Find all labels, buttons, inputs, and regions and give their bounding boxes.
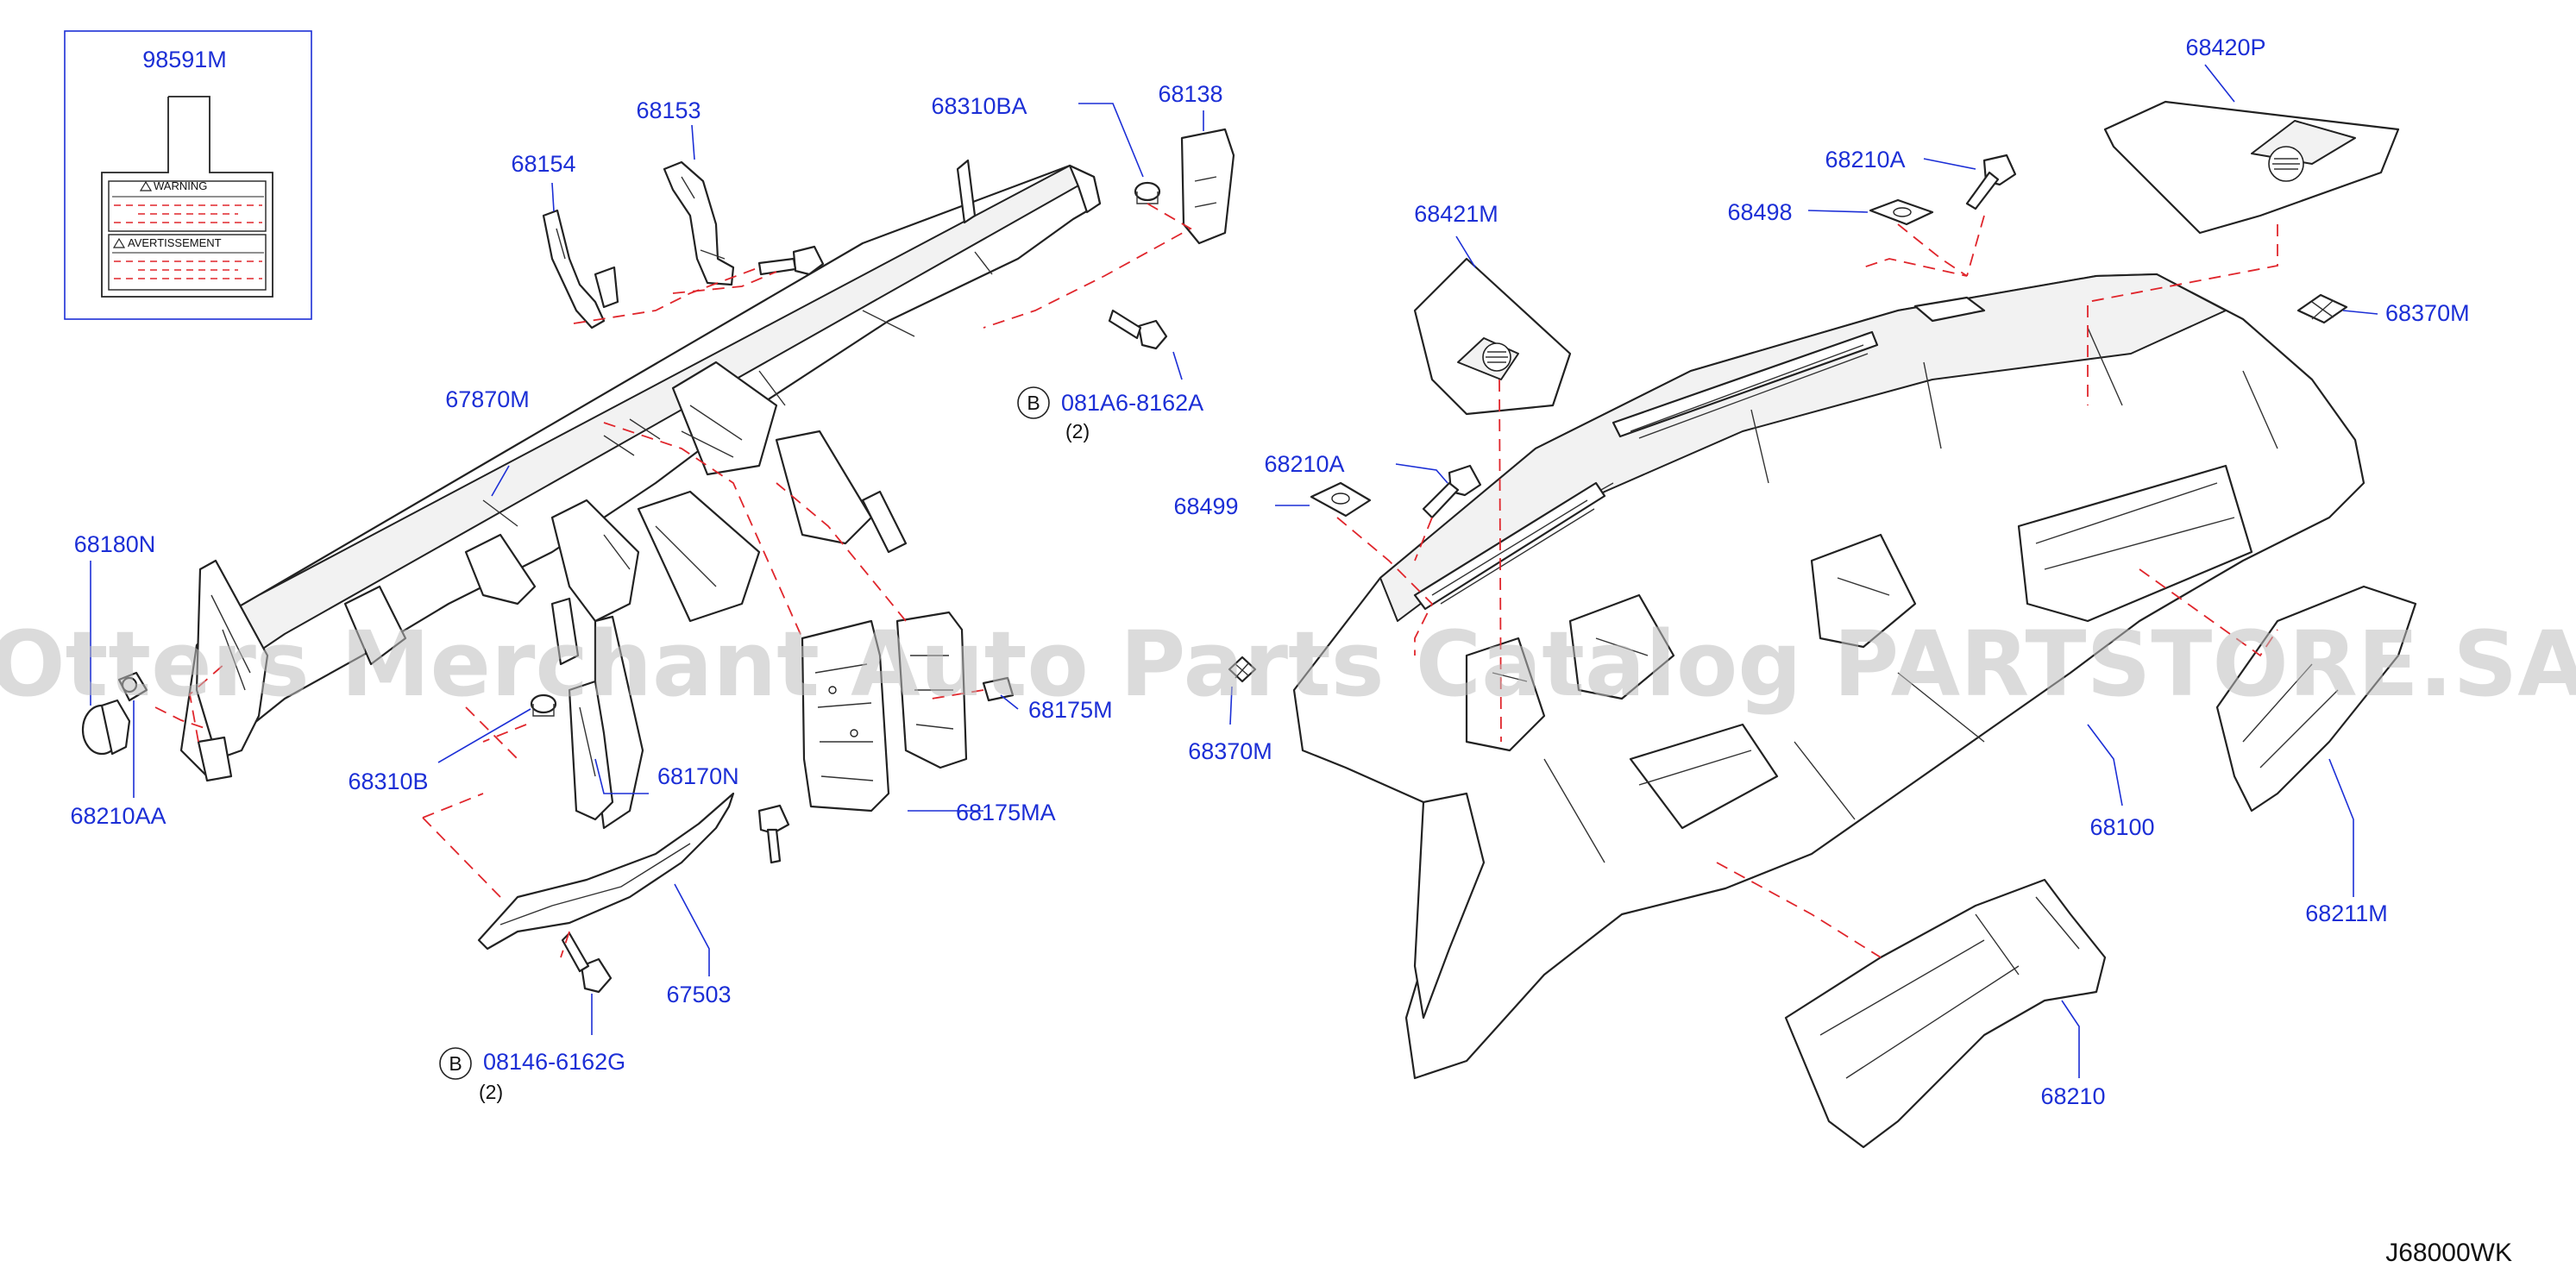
nut-68310B[interactable] bbox=[530, 693, 557, 717]
part-label-68211M[interactable]: 68211M bbox=[2305, 900, 2388, 926]
bolt-08146-6162G[interactable] bbox=[561, 932, 613, 994]
speaker-grille-68421M[interactable] bbox=[1413, 257, 1572, 416]
part-label-08146-6162G[interactable]: 08146-6162G bbox=[483, 1049, 625, 1075]
bracket-68175MA[interactable] bbox=[801, 619, 890, 813]
diagram-reference-code: J68000WK bbox=[2385, 1239, 2512, 1267]
clip-68210AA[interactable] bbox=[117, 671, 148, 702]
bracket-68175M[interactable] bbox=[895, 611, 968, 769]
part-labels: 68153 68154 68310BA 68138 B 081A6-8162A … bbox=[70, 35, 2469, 1109]
bolt-symbol-circle-2 bbox=[439, 1047, 472, 1080]
bolt-68153[interactable] bbox=[757, 245, 825, 276]
clip-68370M-right[interactable] bbox=[2296, 293, 2348, 324]
part-label-68499[interactable]: 68499 bbox=[1173, 493, 1238, 519]
lower-cover-68210[interactable] bbox=[1784, 878, 2107, 1149]
clip-68175M-fastener[interactable] bbox=[982, 676, 1015, 702]
part-label-68153[interactable]: 68153 bbox=[636, 97, 701, 123]
part-label-68210A-mid[interactable]: 68210A bbox=[1264, 451, 1344, 477]
side-cover-68211M[interactable] bbox=[2215, 585, 2417, 813]
warning-title: WARNING bbox=[154, 179, 207, 192]
bolt-68210A-mid[interactable] bbox=[1422, 464, 1482, 519]
part-label-68175M[interactable]: 68175M bbox=[1028, 697, 1113, 723]
part-label-68100[interactable]: 68100 bbox=[2089, 814, 2154, 840]
steering-member-67870M[interactable] bbox=[179, 159, 1102, 830]
qty-08146-6162G: (2) bbox=[479, 1081, 503, 1103]
avertissement-title: AVERTISSEMENT bbox=[128, 236, 222, 249]
bolt-symbol-2: B bbox=[449, 1052, 462, 1075]
part-label-68154[interactable]: 68154 bbox=[511, 151, 575, 177]
part-label-68370M-right[interactable]: 68370M bbox=[2385, 300, 2470, 326]
avertissement-label-section bbox=[108, 234, 267, 291]
part-label-68310BA[interactable]: 68310BA bbox=[931, 93, 1027, 119]
bracket-68153[interactable] bbox=[663, 160, 735, 286]
part-label-67503[interactable]: 67503 bbox=[666, 982, 731, 1007]
bolt-68210A-top[interactable] bbox=[1965, 154, 2017, 210]
part-label-68175MA[interactable]: 68175MA bbox=[956, 800, 1056, 825]
part-label-68310B[interactable]: 68310B bbox=[348, 769, 428, 794]
instrument-panel-68100[interactable] bbox=[1292, 273, 2366, 1080]
leader-lines bbox=[90, 64, 2378, 1078]
warning-label-box: 98591M WARNING AVERTISSEMENT bbox=[64, 30, 312, 320]
bolt-081A6-8162A[interactable] bbox=[1108, 309, 1168, 350]
part-label-081A6-8162A[interactable]: 081A6-8162A bbox=[1061, 390, 1203, 416]
qty-081A6-8162A: (2) bbox=[1065, 420, 1090, 442]
part-label-98591M[interactable]: 98591M bbox=[142, 47, 227, 72]
assembly-lines-right bbox=[1336, 215, 2278, 958]
part-label-68170N[interactable]: 68170N bbox=[657, 763, 739, 789]
nut-68310BA[interactable] bbox=[1134, 181, 1161, 204]
watermark-text: Otters Merchant Auto Parts Catalog PARTS… bbox=[0, 612, 2576, 717]
bolt-symbol-1: B bbox=[1027, 392, 1040, 414]
part-label-68210[interactable]: 68210 bbox=[2040, 1083, 2105, 1109]
clip-68370M-mid[interactable] bbox=[1228, 656, 1257, 683]
bolt-symbol-circle-1 bbox=[1017, 386, 1050, 419]
part-label-68420P[interactable]: 68420P bbox=[2185, 35, 2265, 60]
assembly-lines-left bbox=[154, 203, 1192, 958]
part-label-68370M-mid[interactable]: 68370M bbox=[1188, 738, 1272, 764]
part-label-68210A-top[interactable]: 68210A bbox=[1825, 147, 1905, 173]
clip-68498[interactable] bbox=[1869, 198, 1934, 226]
bolt-center[interactable] bbox=[757, 804, 790, 864]
bracket-68138[interactable] bbox=[1180, 128, 1235, 245]
part-label-68421M[interactable]: 68421M bbox=[1414, 201, 1498, 227]
avertissement-triangle-icon bbox=[112, 237, 126, 248]
part-label-67870M[interactable]: 67870M bbox=[445, 386, 530, 412]
warning-triangle-icon bbox=[139, 180, 153, 191]
label-box-frame bbox=[64, 30, 312, 320]
part-label-68138[interactable]: 68138 bbox=[1158, 81, 1222, 107]
clip-68180N[interactable] bbox=[81, 699, 131, 756]
clip-68499[interactable] bbox=[1310, 481, 1372, 518]
bracket-68154[interactable] bbox=[542, 209, 606, 329]
defroster-grille-68420P[interactable] bbox=[2103, 100, 2400, 235]
part-label-68210AA[interactable]: 68210AA bbox=[70, 803, 166, 829]
part-label-68180N[interactable]: 68180N bbox=[74, 531, 156, 557]
duct-67503[interactable] bbox=[477, 792, 735, 951]
part-label-68498[interactable]: 68498 bbox=[1727, 199, 1792, 225]
